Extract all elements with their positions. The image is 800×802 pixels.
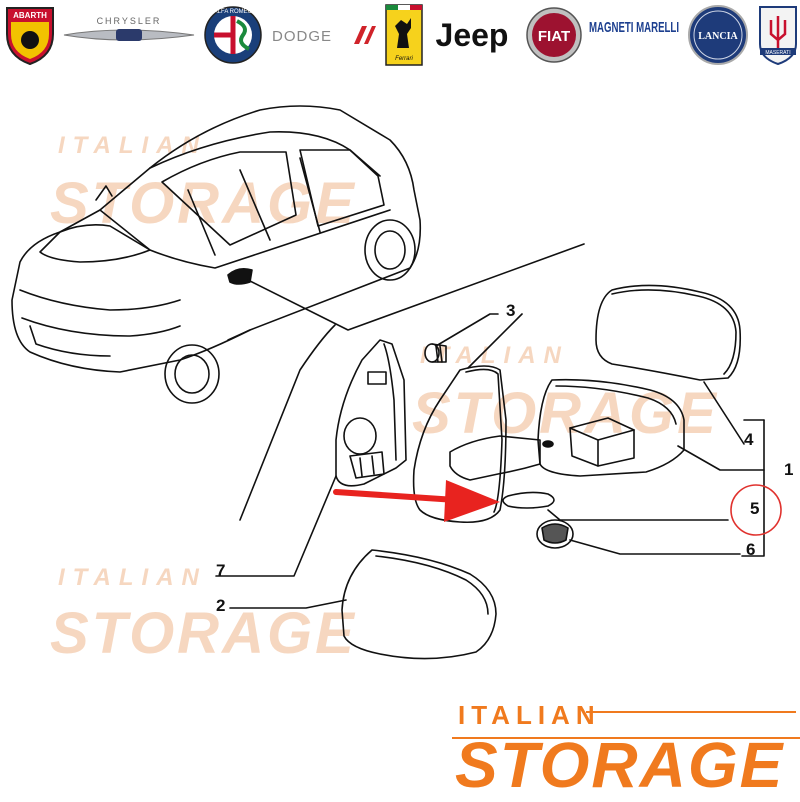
svg-text:LANCIA: LANCIA <box>698 31 738 42</box>
callout-2: 2 <box>216 596 226 615</box>
part-7-inner-cover <box>335 339 407 487</box>
mounting-plate <box>412 365 507 524</box>
footer-storage-text: STORAGE <box>455 729 785 801</box>
abarth-logo: ABARTH <box>2 4 58 66</box>
callout-3: 3 <box>506 301 516 320</box>
part-2-outer-cover <box>341 549 497 660</box>
part-5-seal <box>502 491 555 509</box>
part-6-cap <box>536 519 574 549</box>
watermark-storage-bottom: STORAGE <box>50 601 357 666</box>
brand-logo-bar: ABARTH CHRYSLER ALFA ROMEO DODGE <box>0 0 800 72</box>
svg-text:ABARTH: ABARTH <box>13 11 47 20</box>
svg-text:Ferrari: Ferrari <box>395 56 413 62</box>
footer-italian-text: ITALIAN <box>458 700 601 730</box>
watermark-storage-mid: STORAGE <box>412 381 719 446</box>
part-1-mirror-housing <box>449 378 685 481</box>
callout-6: 6 <box>746 540 756 559</box>
jeep-logo: Jeep <box>435 16 509 53</box>
part-3-screw <box>424 343 447 363</box>
maserati-logo: MASERATI <box>756 4 800 66</box>
highlight-circle <box>730 484 782 536</box>
svg-text:ALFA ROMEO: ALFA ROMEO <box>214 9 253 15</box>
callout-7: 7 <box>216 561 226 580</box>
callout-1: 1 <box>784 460 794 479</box>
watermark-italian-top: ITALIAN <box>58 132 207 159</box>
svg-text:CHRYSLER: CHRYSLER <box>97 16 162 26</box>
svg-text:DODGE: DODGE <box>272 28 332 45</box>
dodge-logo: DODGE <box>270 4 376 66</box>
part-4-mirror-glass <box>595 284 742 381</box>
svg-text:FIAT: FIAT <box>538 28 570 45</box>
chrysler-logo: CHRYSLER <box>62 4 196 66</box>
svg-text:MAGNETI MARELLI: MAGNETI MARELLI <box>589 19 679 36</box>
callout-5: 5 <box>750 499 760 518</box>
lancia-logo: LANCIA <box>686 4 750 66</box>
callout-4: 4 <box>744 430 754 449</box>
watermark-italian-bottom: ITALIAN <box>58 564 207 591</box>
ferrari-logo: Ferrari <box>384 4 424 66</box>
highlight-arrow <box>333 480 500 522</box>
alfa-romeo-logo: ALFA ROMEO <box>202 4 264 66</box>
car-illustration <box>11 105 422 404</box>
svg-text:MASERATI: MASERATI <box>765 50 790 56</box>
fiat-logo: FIAT <box>524 4 584 66</box>
magneti-marelli-logo: MAGNETI MARELLI <box>588 4 680 66</box>
